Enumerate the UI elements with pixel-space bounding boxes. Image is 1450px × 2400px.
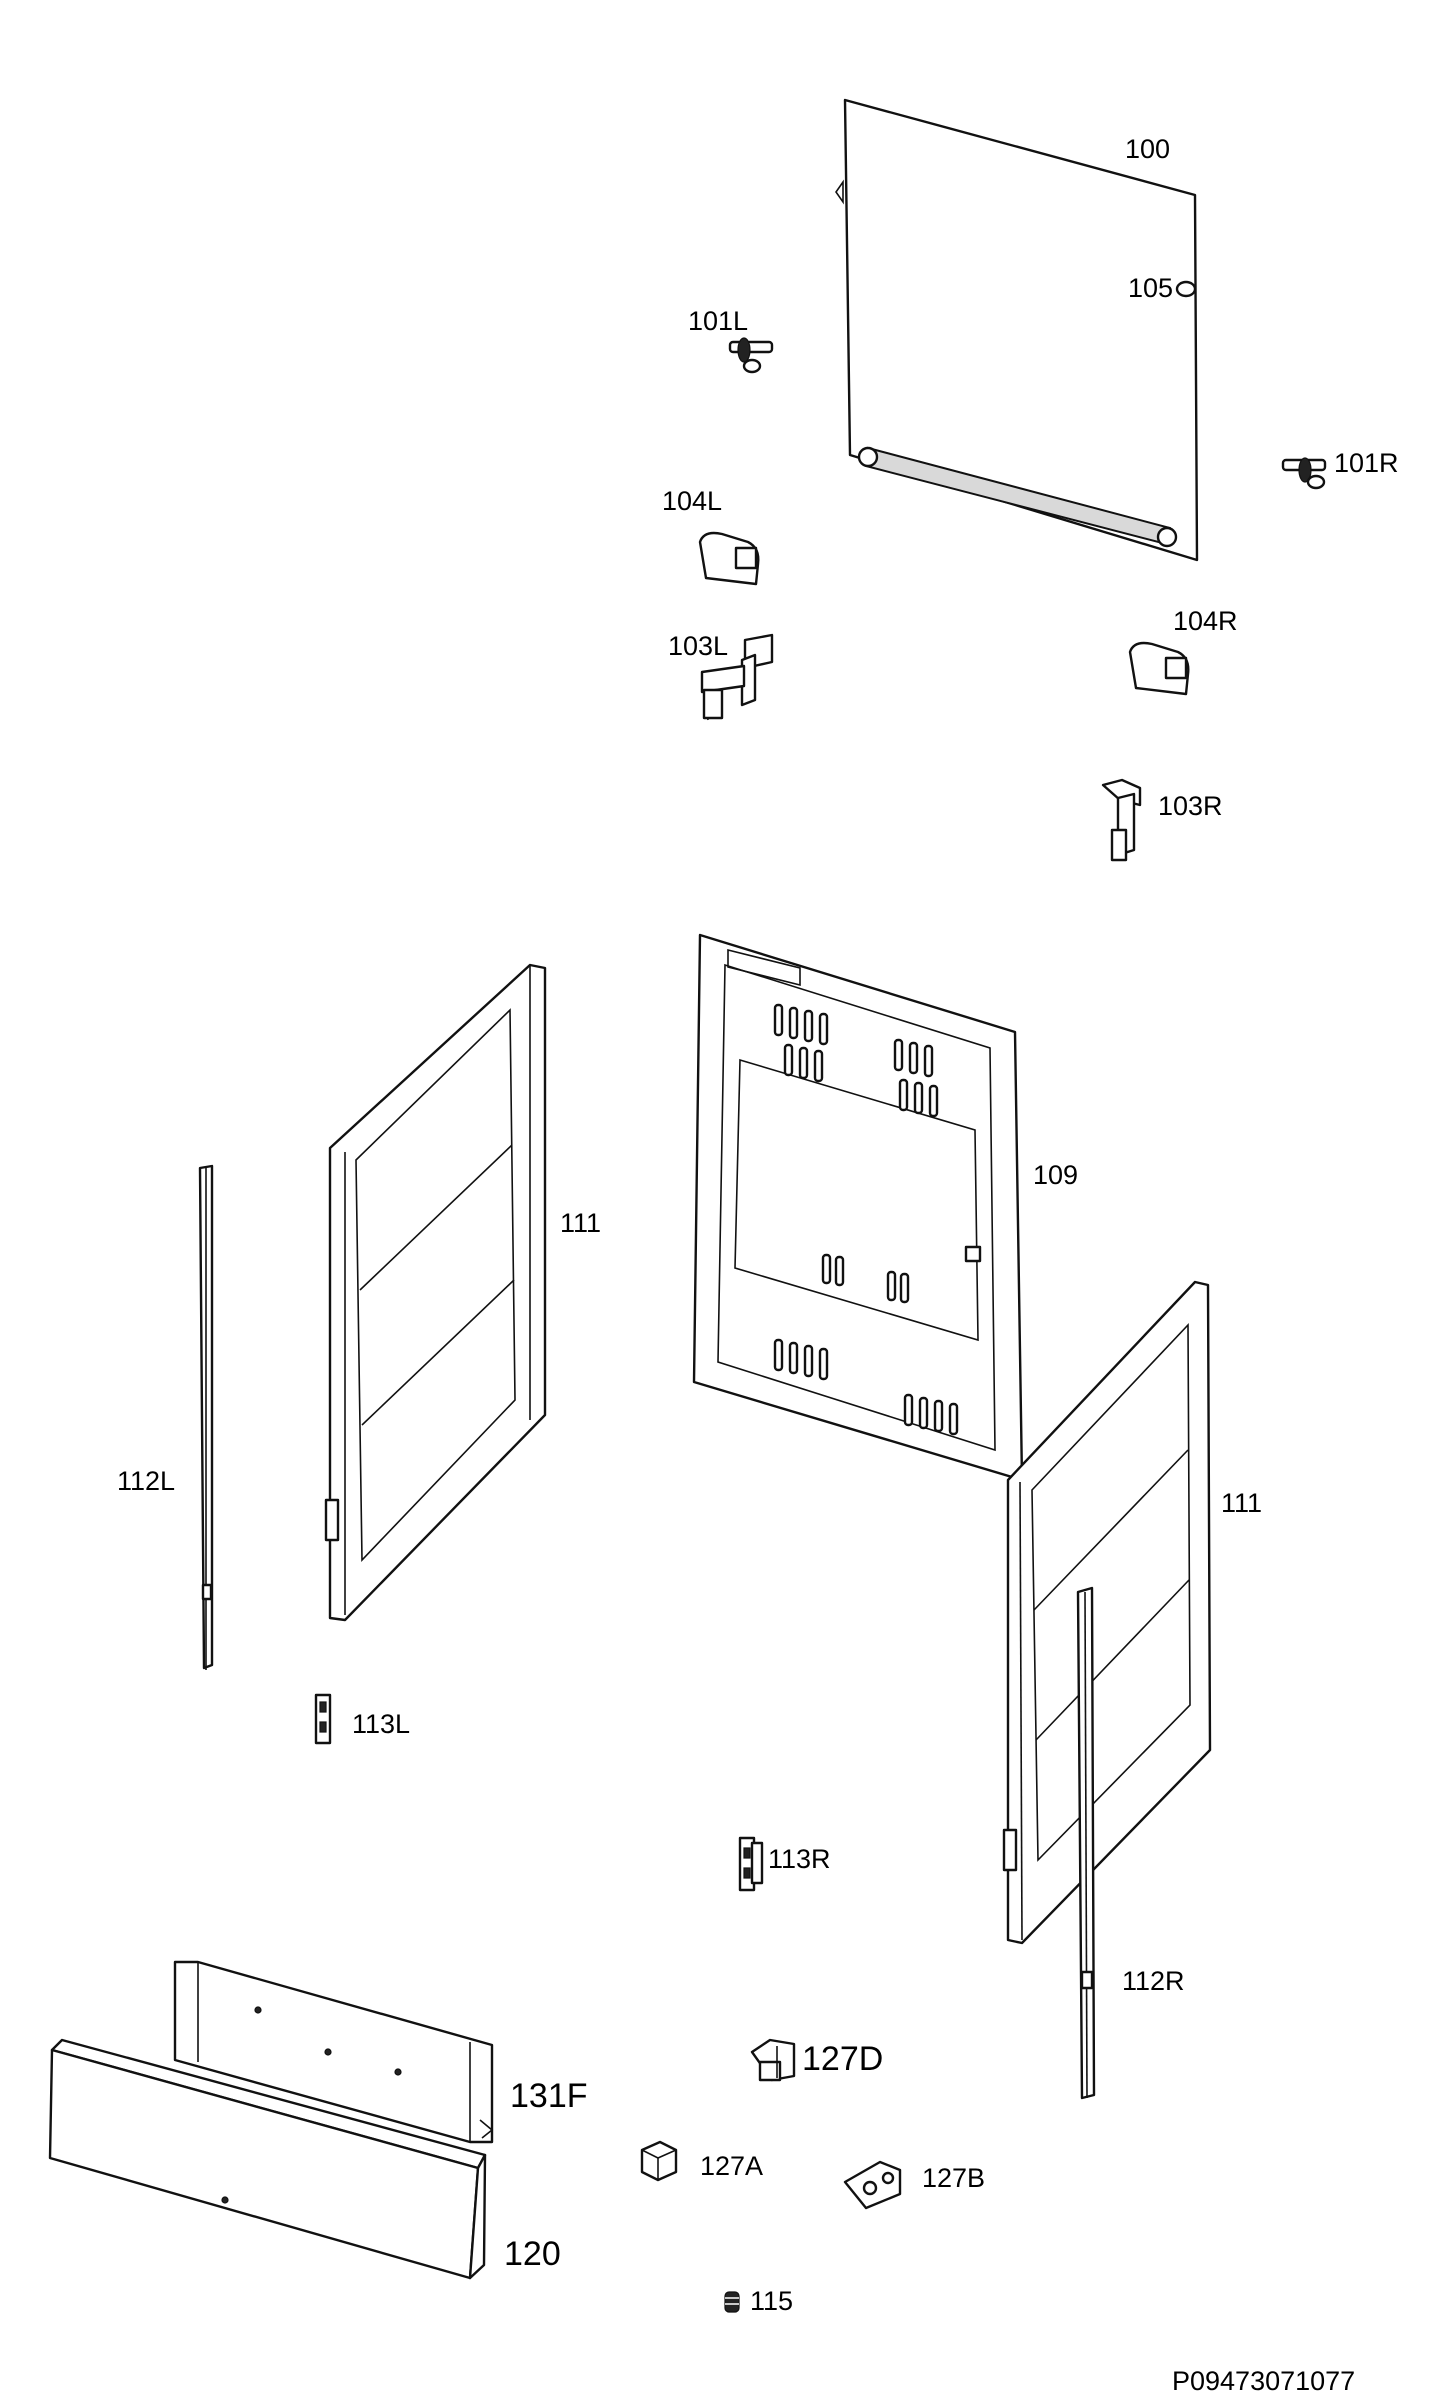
part-100-rear-panel (835, 98, 1199, 562)
label-112R: 112R (1122, 1966, 1185, 1996)
part-109-vent-slots (773, 1003, 959, 1436)
label-127B: 127B (922, 2163, 985, 2193)
label-127D: 127D (802, 2040, 883, 2078)
label-101R: 101R (1334, 448, 1399, 478)
part-103L-hinge-bracket (700, 633, 774, 721)
part-127A-block (640, 2140, 678, 2182)
part-127D-bracket (750, 2038, 796, 2082)
label-105: 105 (1128, 273, 1173, 303)
part-104R-hinge-cover (1128, 641, 1190, 696)
part-101L-screw (728, 337, 774, 374)
part-105-plug (1175, 280, 1197, 298)
part-115-screw (724, 2291, 740, 2313)
part-109-back-plate (692, 933, 1024, 1482)
part-120-front-panel (48, 2038, 487, 2280)
part-131F-front-strip (173, 1960, 494, 2144)
label-109: 109 (1033, 1160, 1078, 1190)
label-100: 100 (1125, 134, 1170, 164)
part-103R-hinge-bracket (1101, 778, 1142, 862)
label-103R: 103R (1158, 791, 1223, 821)
drawing-number: P09473071077 (1172, 2366, 1355, 2396)
part-112R-side-strip (1076, 1586, 1096, 2100)
label-104R: 104R (1173, 606, 1238, 636)
label-112L: 112L (117, 1466, 175, 1496)
label-111-right: 111 (1221, 1488, 1262, 1518)
part-101R-screw (1281, 457, 1327, 490)
label-127A: 127A (700, 2151, 763, 2181)
part-111-left-side-frame (324, 963, 547, 1622)
label-113L: 113L (352, 1709, 410, 1739)
label-104L: 104L (662, 486, 722, 516)
label-131F: 131F (510, 2077, 588, 2115)
part-104L-hinge-cover (698, 531, 760, 586)
part-113R-latch (738, 1836, 764, 1892)
part-113L-latch (314, 1693, 332, 1745)
label-120: 120 (504, 2235, 561, 2273)
part-111-right-side-frame (1002, 1280, 1212, 1945)
part-127B-angle-bracket (843, 2160, 902, 2210)
part-112L-side-strip (198, 1164, 214, 1670)
label-101L: 101L (688, 306, 748, 336)
label-103L: 103L (668, 631, 728, 661)
label-111-left: 111 (560, 1208, 601, 1238)
label-115: 115 (750, 2286, 793, 2316)
label-113R: 113R (768, 1844, 831, 1874)
